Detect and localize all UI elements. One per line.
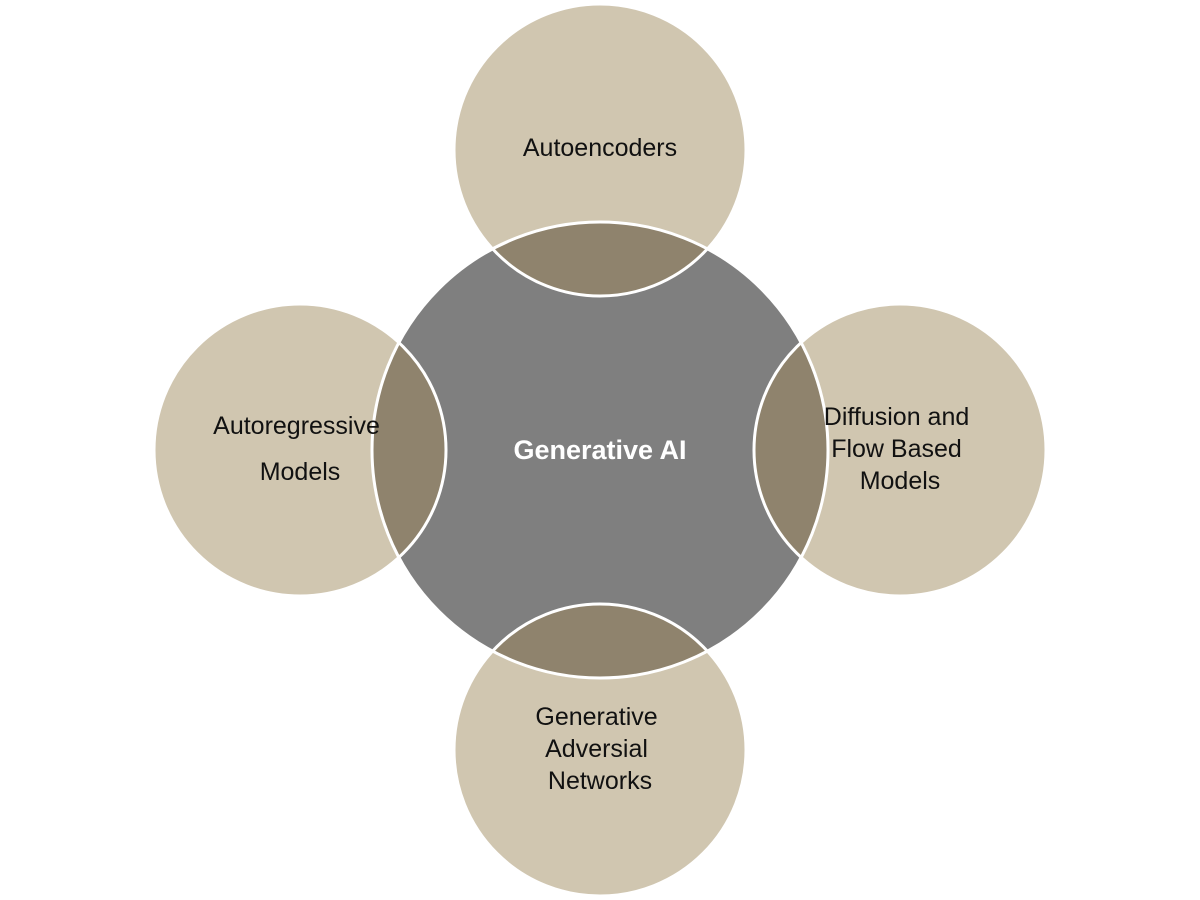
node-label-right-line-1: Diffusion and [824,403,969,431]
node-label-left-line-2: Models [260,458,341,486]
bottom-outline [452,602,748,898]
center-circle [372,222,828,678]
right-outline [752,302,1048,598]
top-outline [452,2,748,298]
circle-outlines [152,2,1048,898]
node-label-bottom: Generative Adversial Networks [535,703,664,795]
left-outline [152,302,448,598]
node-label-bottom-line-3: Networks [548,767,652,795]
node-label-bottom-line-2: Adversial [545,735,648,763]
node-circle-left [154,304,446,596]
center-label: Generative AI [513,435,686,465]
node-label-top: Autoencoders [523,134,677,162]
node-label-left-line-1: Autoregressive [213,412,380,440]
node-label-right: Diffusion and Flow Based Models [824,403,976,495]
node-label-bottom-line-1: Generative [535,703,657,731]
center-outline [370,220,830,680]
node-circle-top [454,4,746,296]
node-label-right-line-3: Models [860,467,941,495]
node-circle-right [754,304,1046,596]
node-label-left: Autoregressive Models [213,412,387,486]
node-label-top-line-1: Autoencoders [523,134,677,162]
node-circle-bottom [454,604,746,896]
node-label-right-line-2: Flow Based [831,435,962,463]
